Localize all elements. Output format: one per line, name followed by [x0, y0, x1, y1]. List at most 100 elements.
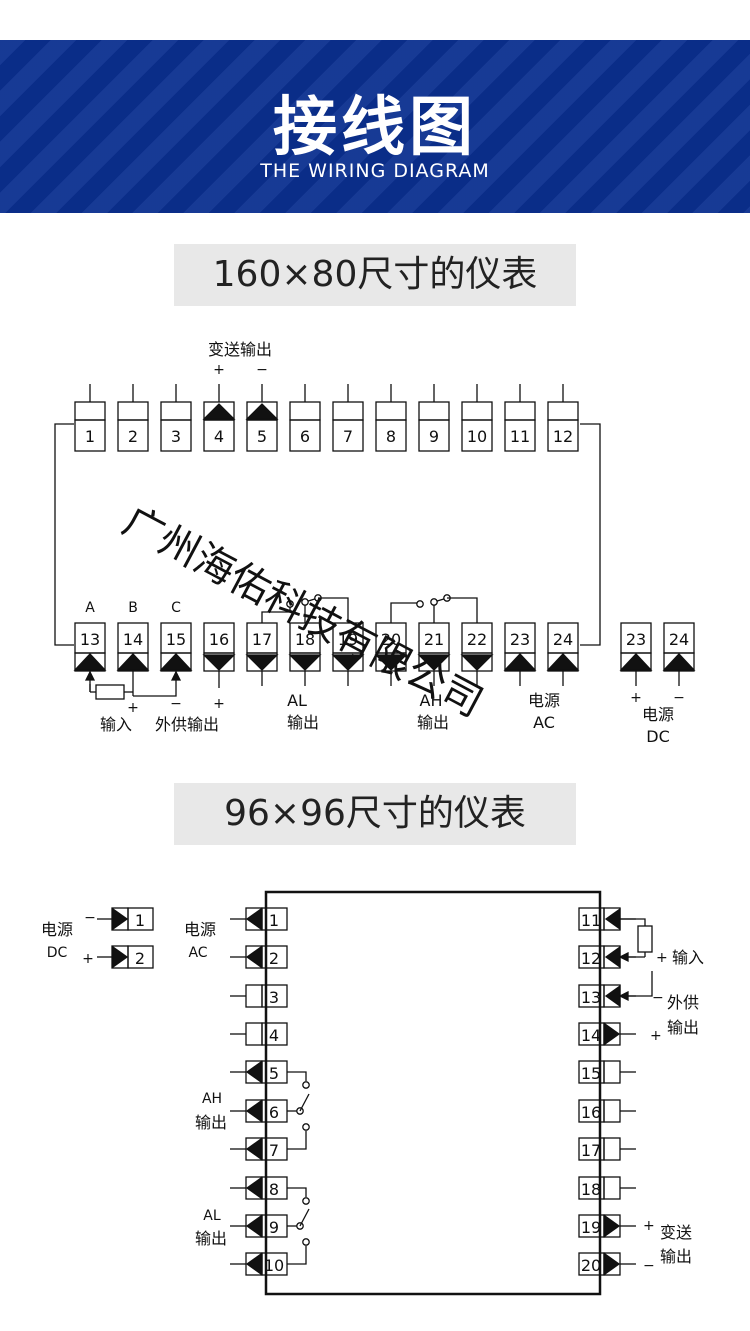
terminal-arrow-up — [619, 653, 653, 671]
label-b: B — [128, 600, 138, 616]
terminal-body — [261, 945, 288, 969]
relay-wire — [261, 607, 291, 623]
terminal-arrow-left — [245, 1252, 262, 1276]
left-terminal-number-2: 2 — [269, 949, 279, 968]
relay-wire — [447, 597, 478, 623]
transmit-label: 变送 — [660, 1223, 692, 1242]
dc-power-label: 电源 — [41, 920, 73, 939]
terminal-body — [246, 419, 278, 452]
ah-output-label: 输出 — [195, 1113, 227, 1132]
terminal-cap — [504, 401, 536, 421]
plus-sign: + — [630, 690, 642, 706]
dc-terminal-number-23: 23 — [626, 630, 646, 649]
terminal-arrow-left — [245, 945, 262, 969]
terminal-body — [117, 419, 149, 452]
terminal-arrow-up — [116, 653, 150, 671]
terminal-cap — [547, 401, 579, 421]
terminal-number-11: 11 — [510, 427, 530, 446]
terminal-number-15: 15 — [166, 630, 186, 649]
terminal-cap — [603, 1176, 621, 1200]
terminal-cap — [375, 401, 407, 421]
terminal-arrow-down — [374, 654, 408, 671]
left-terminal-number-5: 5 — [269, 1064, 279, 1083]
terminal-number-17: 17 — [252, 630, 272, 649]
terminal-arrow-up — [73, 653, 107, 671]
wire — [628, 971, 653, 997]
left-terminal-number-1: 1 — [269, 911, 279, 930]
terminal-number-13: 13 — [80, 630, 100, 649]
terminal-number-2: 2 — [128, 427, 138, 446]
terminal-arrow-left — [245, 1214, 262, 1238]
left-terminal-number-7: 7 — [269, 1141, 279, 1160]
terminal-body — [261, 984, 288, 1008]
terminal-body — [261, 1022, 288, 1046]
terminal-number-21: 21 — [424, 630, 444, 649]
relay-wire — [287, 1131, 307, 1150]
terminal-number-3: 3 — [171, 427, 181, 446]
minus-sign: − — [643, 1258, 655, 1274]
input-label: 输入 — [100, 715, 132, 734]
terminal-number-14: 14 — [123, 630, 143, 649]
left-terminal-number-3: 3 — [269, 988, 279, 1007]
terminal-arrow-down — [245, 654, 279, 671]
input-resistor — [637, 925, 653, 953]
terminal-body — [261, 907, 288, 931]
terminal-arrow-down — [288, 654, 322, 671]
terminal-number-19: 19 — [338, 630, 358, 649]
terminal-arrow-right — [112, 945, 129, 969]
right-terminal-number-16: 16 — [581, 1103, 601, 1122]
terminal-arrow-left — [245, 1137, 262, 1161]
relay-wire — [287, 1071, 307, 1081]
wire-arrow — [618, 990, 629, 1002]
input-label: 输入 — [672, 948, 704, 967]
wire-arrow — [618, 951, 629, 963]
terminal-body — [375, 419, 407, 452]
relay-wire — [287, 1246, 307, 1265]
al-output-label: 输出 — [195, 1229, 227, 1248]
right-terminal-number-12: 12 — [581, 949, 601, 968]
left-terminal-number-4: 4 — [269, 1026, 279, 1045]
plus-sign: + — [213, 362, 225, 378]
relay-contact — [299, 1208, 310, 1227]
header-banner: 接线图 THE WIRING DIAGRAM — [0, 40, 750, 213]
page-subtitle: THE WIRING DIAGRAM — [260, 160, 490, 182]
right-terminal-number-18: 18 — [581, 1180, 601, 1199]
contact-point — [302, 1081, 310, 1089]
terminal-arrow-left — [604, 984, 621, 1008]
terminal-number-9: 9 — [429, 427, 439, 446]
ac-label: AC — [188, 945, 207, 961]
wire-arrow — [84, 670, 96, 681]
left-terminal-number-6: 6 — [269, 1103, 279, 1122]
terminal-arrow-right — [604, 1022, 621, 1046]
left-terminal-number-10: 10 — [264, 1256, 284, 1275]
terminal-arrow-up — [159, 653, 193, 671]
terminal-arrow-down — [417, 654, 451, 671]
terminal-arrow-left — [245, 1099, 262, 1123]
al-label: AL — [287, 691, 307, 710]
right-terminal-number-15: 15 — [581, 1064, 601, 1083]
dc-label: DC — [646, 727, 670, 746]
transmit-output-label: 变送输出 — [208, 340, 272, 359]
terminal-arrow-left — [245, 907, 262, 931]
terminal-cap — [74, 401, 106, 421]
ac-label: AC — [533, 713, 555, 732]
page-title: 接线图 — [273, 91, 477, 165]
input-resistor — [95, 684, 125, 700]
al-output-label: 输出 — [287, 713, 319, 732]
right-terminal-number-14: 14 — [581, 1026, 601, 1045]
terminal-cap — [245, 1022, 263, 1046]
terminal-number-24: 24 — [553, 630, 573, 649]
ah-label: AH — [202, 1091, 222, 1107]
terminal-arrow-up — [662, 653, 696, 671]
left-terminal-number-9: 9 — [269, 1218, 279, 1237]
ac-power-label: 电源 — [184, 920, 216, 939]
terminal-number-5: 5 — [257, 427, 267, 446]
terminal-arrow-down — [331, 654, 365, 671]
terminal-number-20: 20 — [381, 630, 401, 649]
terminal-body — [289, 419, 321, 452]
dc-terminal-number-1: 1 — [135, 911, 145, 930]
terminal-arrow-right — [112, 907, 129, 931]
plus-sign: + — [656, 950, 668, 966]
terminal-number-16: 16 — [209, 630, 229, 649]
ext-output-label: 输出 — [667, 1018, 699, 1037]
